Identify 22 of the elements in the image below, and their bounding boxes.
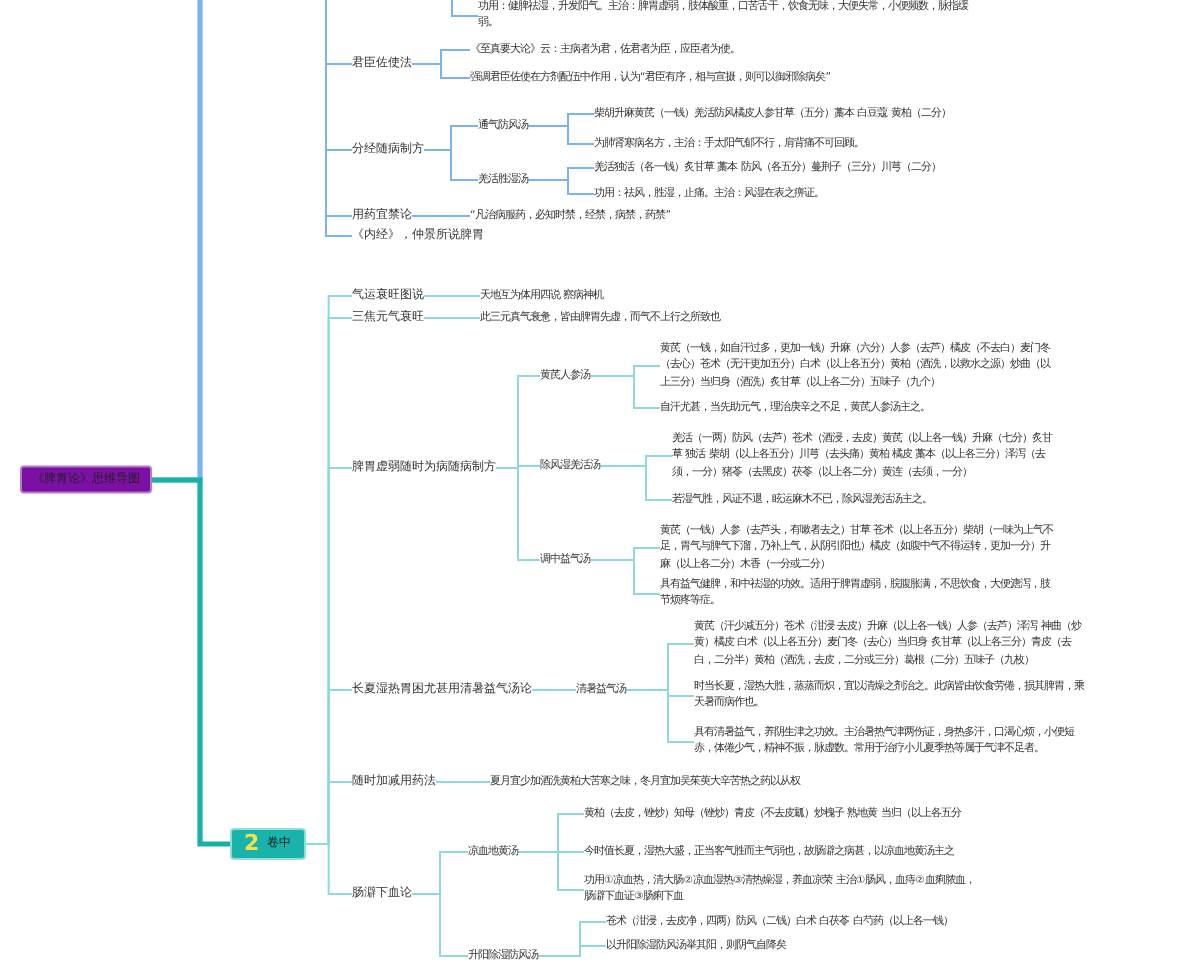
section-number: 2 [244,835,260,853]
connector-line [411,215,471,217]
connector-line [423,295,481,297]
connector-line [152,477,230,847]
connector-line [599,465,673,501]
connector-line [411,893,469,957]
branch-box [230,828,306,860]
connector-line [451,0,479,17]
connector-line [304,843,353,895]
connector-line [531,689,577,691]
connector-line [411,63,471,79]
connector-line [589,375,661,409]
connector-line [435,781,491,783]
connector-line [625,689,695,743]
connector-line [423,317,481,319]
connector-line [589,559,661,595]
connector-line [527,179,595,195]
connector-line [517,851,585,891]
connector-line [537,945,607,957]
connector-line [423,149,479,181]
connector-line [527,125,595,145]
connector-line [495,467,541,561]
